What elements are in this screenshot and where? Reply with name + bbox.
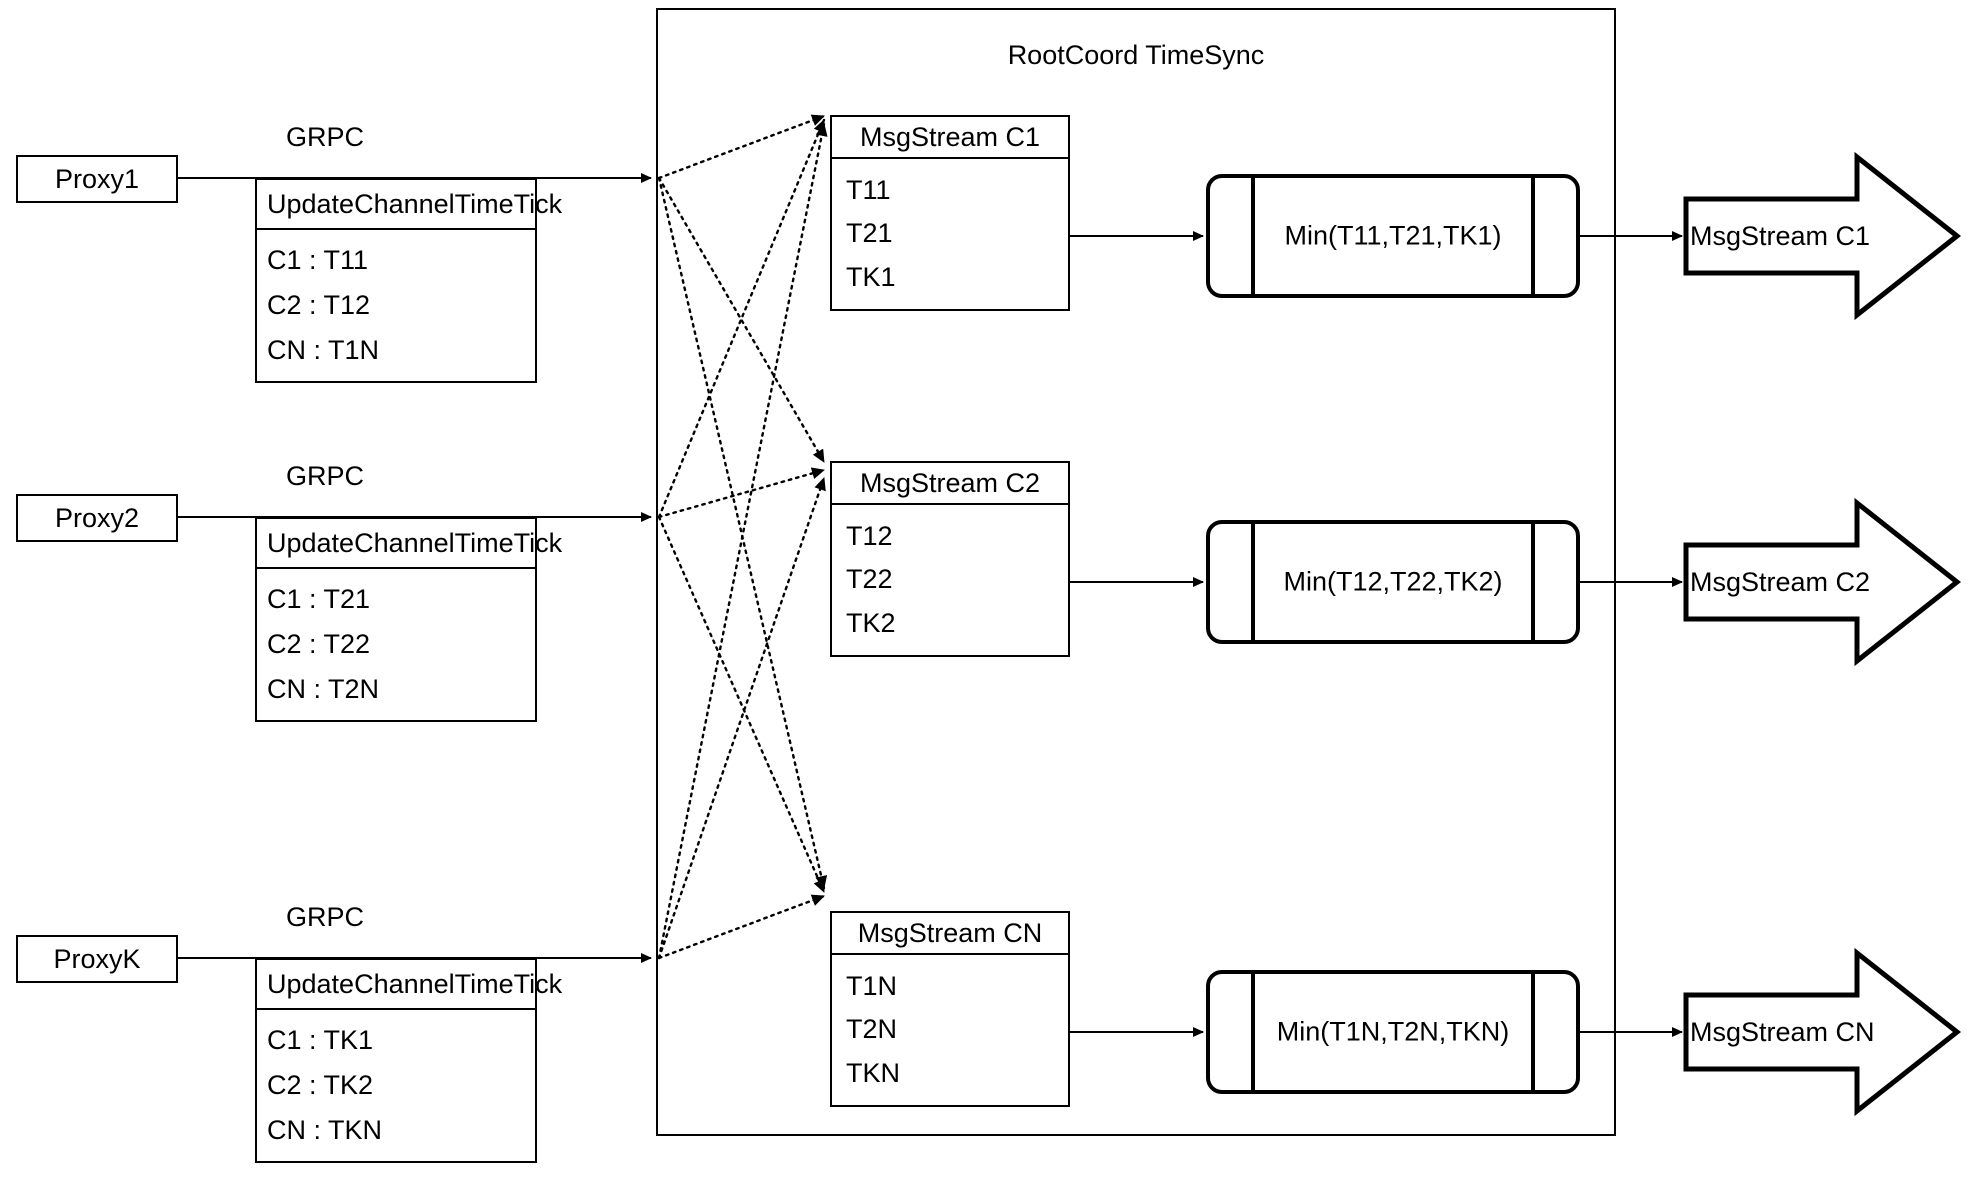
uct-body-3: C1 : TK1 C2 : TK2 CN : TKN: [257, 1010, 535, 1161]
uct-row: CN : T1N: [267, 335, 380, 365]
min-to-output-group: [1578, 231, 1683, 1037]
uct-row: CN : TKN: [267, 1115, 383, 1145]
proxy-label: Proxy1: [54, 163, 140, 194]
update-channel-timetick-box-1: UpdateChannelTimeTick C1 : T11 C2 : T12 …: [255, 178, 562, 383]
uct-header-1: UpdateChannelTimeTick: [257, 180, 562, 230]
uct-row: C1 : TK1: [267, 1025, 374, 1055]
output-msgstream-label-2: MsgStream C2: [1690, 567, 1871, 597]
uct-row: C2 : T22: [267, 629, 371, 659]
uct-body-1: C1 : T11 C2 : T12 CN : T1N: [257, 230, 535, 381]
update-channel-timetick-box-3: UpdateChannelTimeTick C1 : TK1 C2 : TK2 …: [255, 958, 562, 1163]
msgstream-buffer-box-2: MsgStream C2 T12 T22 TK2: [830, 461, 1070, 657]
msgstream-buffer-body-3: T1N T2N TKN: [832, 955, 1068, 1105]
msgstream-buffer-row: TK2: [846, 607, 896, 638]
uct-row: C1 : T11: [267, 245, 369, 275]
msgstream-buffer-row: TK1: [846, 261, 896, 292]
output-msgstream-label-1: MsgStream C1: [1690, 221, 1871, 251]
msgstream-buffer-row: T12: [846, 521, 893, 552]
msgstream-buffer-body-2: T12 T22 TK2: [832, 505, 1068, 655]
min-process-box-2: Min(T12,T22,TK2): [1253, 522, 1533, 642]
uct-row: CN : T2N: [267, 674, 380, 704]
grpc-label-2: GRPC: [285, 461, 364, 491]
min-process-label: Min(T1N,T2N,TKN): [1276, 1016, 1510, 1047]
grpc-label-3: GRPC: [285, 902, 364, 932]
timetick-dispatch-group: [657, 114, 828, 960]
uct-row: C1 : T21: [267, 584, 371, 614]
min-process-label: Min(T12,T22,TK2): [1283, 566, 1503, 597]
msgstream-buffer-row: T11: [846, 175, 891, 206]
msgstream-buffer-row: T21: [846, 218, 893, 249]
msgstream-to-min-group: [1070, 231, 1204, 1037]
uct-row: C2 : T12: [267, 290, 371, 320]
proxy-box-1[interactable]: Proxy1: [16, 155, 178, 203]
msgstream-buffer-box-3: MsgStream CN T1N T2N TKN: [830, 911, 1070, 1107]
uct-header-3: UpdateChannelTimeTick: [257, 960, 562, 1010]
msgstream-buffer-header-2: MsgStream C2: [832, 463, 1068, 505]
uct-header-2: UpdateChannelTimeTick: [257, 519, 562, 569]
container-title: RootCoord TimeSync: [1007, 40, 1265, 70]
output-msgstream-label-3: MsgStream CN: [1690, 1017, 1875, 1047]
msgstream-buffer-row: TKN: [846, 1057, 900, 1088]
uct-body-2: C1 : T21 C2 : T22 CN : T2N: [257, 569, 535, 720]
proxy-label: Proxy2: [54, 502, 140, 533]
msgstream-buffer-box-1: MsgStream C1 T11 T21 TK1: [830, 115, 1070, 311]
min-process-box-1: Min(T11,T21,TK1): [1253, 176, 1533, 296]
msgstream-buffer-body-1: T11 T21 TK1: [832, 159, 1068, 309]
proxy-box-2[interactable]: Proxy2: [16, 494, 178, 542]
proxy-label: ProxyK: [53, 943, 141, 974]
msgstream-buffer-row: T22: [846, 564, 893, 595]
uct-row: C2 : TK2: [267, 1070, 374, 1100]
msgstream-buffer-header-3: MsgStream CN: [832, 913, 1068, 955]
min-process-box-3: Min(T1N,T2N,TKN): [1253, 972, 1533, 1092]
min-process-label: Min(T11,T21,TK1): [1284, 220, 1502, 251]
output-blockarrow-group: [1683, 151, 1962, 1117]
msgstream-buffer-row: T2N: [846, 1014, 898, 1045]
msgstream-buffer-header-1: MsgStream C1: [832, 117, 1068, 159]
proxy-box-3[interactable]: ProxyK: [16, 935, 178, 983]
update-channel-timetick-box-2: UpdateChannelTimeTick C1 : T21 C2 : T22 …: [255, 517, 562, 722]
grpc-label-1: GRPC: [285, 122, 364, 152]
msgstream-buffer-row: T1N: [846, 971, 898, 1002]
